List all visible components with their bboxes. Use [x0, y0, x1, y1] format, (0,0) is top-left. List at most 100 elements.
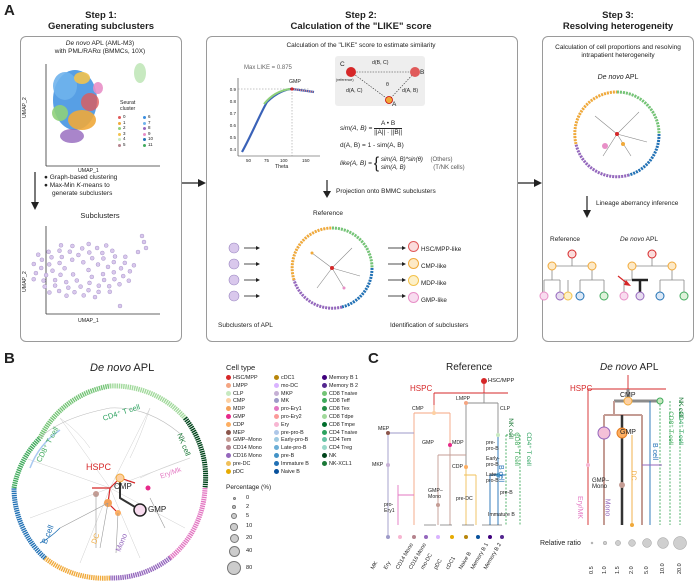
legend-swatch [322, 460, 327, 466]
cell-type-legend-item: CD8 Tmpe [322, 421, 355, 428]
step3-title: Step 3: Resolving heterogeneity [562, 10, 674, 32]
subcluster-dot [46, 249, 51, 254]
cell-type-legend-item: MK [274, 398, 289, 404]
step3-desc: Calculation of cell proportions and reso… [555, 44, 681, 59]
c-ref-gmpmono: GMP– Mono [428, 488, 443, 500]
step2-title: Step 2: Calculation of the "LIKE" score [290, 10, 432, 32]
umap-y-label: UMAP_2 [22, 97, 28, 118]
cell-type-legend-item: MKP [274, 390, 293, 397]
subcluster-dot [67, 249, 72, 254]
c-apl-mono: Mono [603, 498, 611, 517]
ratio-dots [590, 536, 687, 550]
sub-umap-x: UMAP_1 [78, 318, 99, 324]
subcluster-dot [70, 257, 75, 262]
vec-theta: θ [386, 82, 389, 88]
subcluster-dot [87, 250, 92, 255]
step2-desc: Calculation of the "LIKE" score to estim… [286, 42, 436, 49]
like-curve-plot [237, 78, 320, 157]
legend-swatch [274, 468, 279, 474]
cell-type-legend-item: CLP [226, 390, 244, 397]
legend-label: Immature B [281, 460, 309, 467]
legend-label: Naive B [281, 468, 300, 475]
legend-swatch [274, 406, 279, 412]
panel-c-denovo-title: De novo APL [600, 362, 659, 373]
reference-label-a: Reference [313, 210, 343, 217]
subcluster-dot [86, 267, 91, 273]
step3-denovo: De novo APL [620, 236, 658, 243]
subcluster-dot [74, 278, 79, 283]
c-ref-hsc: HSC/MPP [488, 378, 515, 384]
legend-swatch [226, 375, 231, 380]
cell-type-legend-item: Immature B [274, 460, 309, 467]
subcluster-dot [52, 283, 58, 288]
arrow-step2-step3 [518, 179, 542, 187]
umap-seurat [45, 63, 160, 167]
vec-dab: d(A, B) [402, 88, 419, 94]
legend-label: MKP [281, 390, 293, 397]
cell-type-legend-item: GMP–Mono [226, 437, 262, 443]
cell-type-legend-item: CDP [226, 421, 245, 428]
like-list: HSC/MPP-like CMP-like MDP-like GMP-like [408, 241, 461, 309]
legend-swatch [274, 414, 279, 419]
subcluster-dot [103, 243, 109, 248]
c-ref-clp: CLP [500, 406, 511, 412]
cell-type-legend-item: MDP [226, 406, 245, 412]
legend-label: pDC [233, 468, 244, 475]
c-ref-mdp: MDP [452, 440, 464, 446]
legend-swatch [274, 382, 279, 388]
vec-a: A [392, 101, 397, 108]
subcluster-dot [107, 289, 113, 295]
legend-label: NK [329, 453, 337, 459]
subcluster-dot [57, 248, 62, 253]
subcluster-dot [139, 233, 145, 239]
legend-label: pro-Ery1 [281, 406, 302, 413]
c-ref-late: Late- pro-B [486, 472, 499, 484]
legend-swatch [226, 437, 231, 443]
subcluster-dot [112, 277, 117, 282]
legend-label: cDC1 [281, 375, 295, 381]
subcluster-dot [94, 245, 100, 251]
c-ref-predc: pre-DC [456, 496, 473, 502]
subcluster-dot [89, 256, 95, 261]
legend-swatch [226, 398, 231, 404]
subcluster-dot [110, 248, 115, 253]
max-like-label: Max LIKE = 0.875 [244, 65, 292, 71]
subcluster-dot [123, 254, 128, 259]
legend-swatch [226, 414, 231, 419]
legend-label: CDP [233, 421, 245, 428]
ratio-label: 20.0 [677, 563, 683, 574]
subcluster-dot [80, 246, 85, 251]
c-ref-cd4: CD4⁺ T cell [524, 432, 532, 466]
arrow-step1-step2 [182, 179, 206, 187]
ratio-label: 1.0 [602, 566, 608, 574]
step1-sample: De novo APL (AML-M3) with PML/RARα (BMMC… [54, 40, 146, 55]
c-apl-gmp: GMP [620, 429, 636, 436]
projection-label: Projection onto BMMC subclusters [336, 188, 436, 195]
ratio-label: 0.5 [589, 566, 595, 574]
subcluster-dot [101, 277, 107, 283]
cell-type-legend-item: CD8 Tex [322, 406, 350, 412]
c-apl-nk: NK cell [676, 397, 684, 418]
subcluster-dot [81, 260, 86, 265]
legend-label: CMP [233, 398, 245, 405]
subcluster-dot [31, 261, 37, 267]
legend-swatch [226, 468, 231, 474]
subcluster-dot [118, 266, 124, 271]
legend-swatch [274, 429, 279, 435]
legend-swatch [226, 382, 231, 388]
panel-a-letter: A [4, 2, 15, 19]
like-arrows [388, 246, 406, 298]
cell-type-legend-item: mo-DC [274, 382, 298, 389]
legend-swatch [274, 375, 279, 380]
sim-formula: sim(A, B) = A • B ||A|| · ||B|| [340, 120, 403, 136]
step3-mini-trees [539, 249, 689, 301]
reference-circle [290, 226, 374, 310]
subcluster-dot [58, 272, 63, 277]
c-ref-mep: MEP [378, 426, 390, 432]
legend-swatch [226, 429, 231, 435]
legend-label: pre-DC [233, 460, 251, 467]
legend-label: LMPP [233, 382, 248, 389]
